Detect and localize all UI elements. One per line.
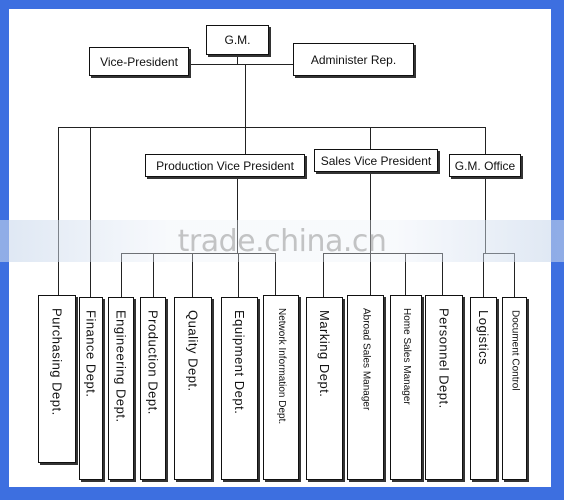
dept-quality-label: Quality Dept. xyxy=(185,310,201,392)
connector-to-personnel xyxy=(442,253,443,295)
production-vp-label: Production Vice President xyxy=(156,158,294,173)
dept-logistics-box: Logistics xyxy=(470,297,497,480)
dept-purchasing-label: Purchasing Dept. xyxy=(49,308,65,416)
connector-trunk xyxy=(245,64,246,128)
dept-engineering-label: Engineering Dept. xyxy=(113,310,129,423)
dept-network-box: Network Information Dept. xyxy=(263,295,299,480)
dept-finance-box: Finance Dept. xyxy=(79,297,103,480)
dept-quality-box: Quality Dept. xyxy=(174,297,212,480)
dept-engineering-box: Engineering Dept. xyxy=(108,297,134,480)
connector-to-network xyxy=(275,253,276,295)
connector-production-vp-down xyxy=(237,177,238,254)
connector-to-engineering xyxy=(121,253,122,297)
dept-finance-label: Finance Dept. xyxy=(83,310,99,398)
dept-equipment-box: Equipment Dept. xyxy=(221,297,258,480)
connector-to-quality xyxy=(192,253,193,297)
production-vp-box: Production Vice President xyxy=(145,154,305,177)
connector-to-purchasing xyxy=(58,127,59,295)
dept-marking-label: Marking Dept. xyxy=(317,310,332,398)
connector-main-bar xyxy=(58,127,485,128)
watermark-band xyxy=(0,220,564,262)
dept-home-sales-box: Home Sales Manager xyxy=(390,295,422,480)
connector-gm-down xyxy=(237,55,238,65)
vice-president-box: Vice-President xyxy=(89,47,189,76)
connector-gm-office-down xyxy=(485,177,486,254)
dept-logistics-label: Logistics xyxy=(476,310,491,366)
connector-to-document-control xyxy=(514,253,515,297)
dept-personnel-box: Personnel Dept. xyxy=(425,295,463,480)
dept-abroad-sales-label: Abroad Sales Manager xyxy=(360,308,372,411)
connector-to-gm-office xyxy=(485,127,486,154)
dept-production-box: Production Dept. xyxy=(140,297,166,480)
gm-office-box: G.M. Office xyxy=(449,154,521,177)
sales-vp-label: Sales Vice President xyxy=(320,153,432,168)
vice-president-label: Vice-President xyxy=(100,54,178,69)
dept-production-label: Production Dept. xyxy=(145,310,161,415)
connector-to-production xyxy=(153,253,154,297)
dept-purchasing-box: Purchasing Dept. xyxy=(38,295,76,463)
dept-document-control-box: Document Control xyxy=(502,297,527,480)
gm-office-label: G.M. Office xyxy=(454,158,516,173)
dept-abroad-sales-box: Abroad Sales Manager xyxy=(347,295,384,480)
connector-to-equipment xyxy=(238,253,239,297)
dept-document-control-label: Document Control xyxy=(509,310,521,391)
connector-to-logistics xyxy=(483,253,484,297)
connector-to-home-sales xyxy=(405,253,406,295)
dept-personnel-label: Personnel Dept. xyxy=(436,308,452,409)
administer-rep-box: Administer Rep. xyxy=(293,43,414,76)
connector-to-production-vp xyxy=(245,127,246,154)
gm-box: G.M. xyxy=(206,25,269,55)
gm-label: G.M. xyxy=(224,33,251,47)
dept-marking-box: Marking Dept. xyxy=(306,297,343,480)
dept-equipment-label: Equipment Dept. xyxy=(232,310,247,415)
connector-to-abroad-sales xyxy=(370,253,371,295)
sales-vp-box: Sales Vice President xyxy=(314,149,438,172)
connector-to-marking xyxy=(323,253,324,297)
connector-staff-bar xyxy=(189,64,293,65)
watermark-text: trade.china.cn xyxy=(177,224,387,259)
administer-rep-label: Administer Rep. xyxy=(310,52,397,67)
connector-sales-vp-down xyxy=(370,172,371,254)
dept-network-label: Network Information Dept. xyxy=(276,308,287,425)
connector-to-sales-vp xyxy=(370,127,371,149)
dept-home-sales-label: Home Sales Manager xyxy=(401,308,412,405)
connector-to-finance xyxy=(90,127,91,297)
